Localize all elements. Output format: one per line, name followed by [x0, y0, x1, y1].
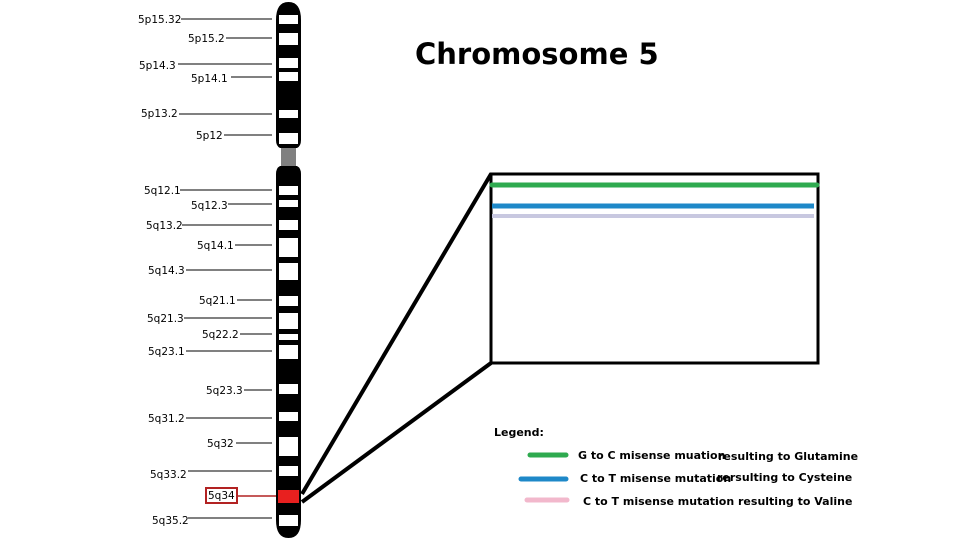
band-stripe [279, 345, 298, 359]
band-stripe [279, 238, 298, 257]
band-label: 5p14.1 [191, 73, 228, 85]
band-label: 5q22.2 [202, 329, 239, 341]
legend-item-label: C to T misense mutation [580, 472, 731, 485]
band-stripe [279, 72, 298, 81]
chromosome-5 [276, 2, 301, 538]
band-stripe [279, 466, 298, 476]
band-stripe [279, 437, 298, 456]
legend-item-result: rersulting to Cysteine [717, 471, 852, 484]
page-title: Chromosome 5 [415, 37, 659, 71]
legend-item-label: G to C misense muation [578, 449, 725, 462]
band-label: 5q32 [207, 438, 234, 450]
q-arm-labels: 5q12.1 5q12.3 5q13.2 5q14.1 5q14.3 5q21.… [144, 185, 276, 527]
band-stripe [279, 15, 298, 24]
band-stripe [279, 133, 298, 144]
zoom-box-frame [491, 174, 818, 363]
band-stripe [279, 58, 298, 68]
band-label: 5p13.2 [141, 108, 178, 120]
zoom-line-top [302, 174, 491, 494]
band-label: 5q33.2 [150, 469, 187, 481]
band-label: 5q14.3 [148, 265, 185, 277]
band-stripe [279, 110, 298, 118]
band-label: 5q21.3 [147, 313, 184, 325]
band-label: 5q13.2 [146, 220, 183, 232]
band-stripe [279, 263, 298, 280]
band-stripe [279, 313, 298, 329]
band-stripe [279, 220, 298, 230]
band-label: 5q31.2 [148, 413, 185, 425]
band-label: 5p15.32 [138, 14, 181, 26]
band-label: 5p14.3 [139, 60, 176, 72]
legend-item-result: resulting to Glutamine [718, 450, 858, 463]
zoom-line-bottom [302, 363, 491, 502]
legend-heading: Legend: [494, 426, 544, 439]
band-label: 5p15.2 [188, 33, 225, 45]
band-label: 5q21.1 [199, 295, 236, 307]
band-label: 5q12.3 [191, 200, 228, 212]
band-stripe [279, 296, 298, 306]
band-stripe [279, 33, 298, 45]
legend-item-label: C to T misense mutation resulting to Val… [583, 495, 852, 508]
band-label: 5p12 [196, 130, 223, 142]
band-label: 5q34 [208, 490, 235, 502]
legend: Legend: G to C misense muation resulting… [494, 426, 858, 508]
band-label: 5q23.3 [206, 385, 243, 397]
band-stripe [279, 200, 298, 207]
band-label: 5q23.1 [148, 346, 185, 358]
band-label: 5q14.1 [197, 240, 234, 252]
band-label: 5q12.1 [144, 185, 181, 197]
zoomed-region-box [491, 174, 818, 363]
band-stripe [279, 515, 298, 526]
p-arm-labels: 5p15.32 5p15.2 5p14.3 5p14.1 5p13.2 5p12 [138, 14, 272, 142]
band-stripe [279, 384, 298, 394]
band-stripe [279, 186, 298, 195]
highlighted-band-5q34 [278, 490, 299, 503]
centromere [281, 148, 296, 166]
band-stripe [279, 412, 298, 421]
band-stripe [279, 334, 298, 340]
band-label: 5q35.2 [152, 515, 189, 527]
